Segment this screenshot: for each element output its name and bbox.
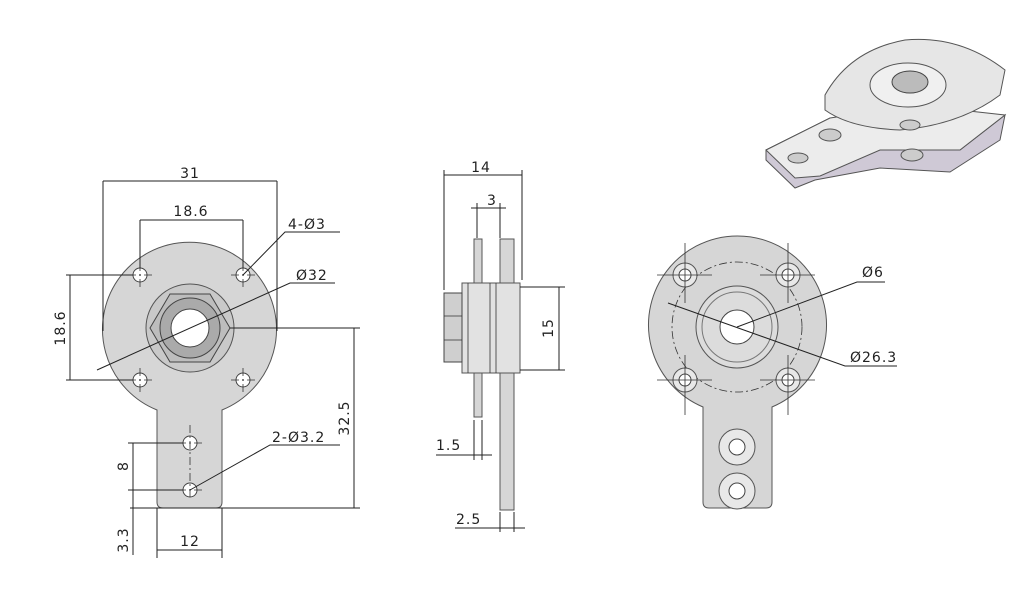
side-dimensions bbox=[436, 170, 565, 532]
rear-centerlines bbox=[657, 243, 815, 415]
side-body bbox=[461, 282, 521, 374]
rear-pitch-circle bbox=[671, 261, 803, 393]
tab-hole bbox=[728, 438, 746, 456]
dim-pitch-circle: Ø26.3 bbox=[850, 350, 897, 366]
dim-tab-hole-edge: 3.3 bbox=[116, 527, 132, 552]
iso-hole bbox=[900, 148, 924, 162]
dim-overall-length: 14 bbox=[471, 160, 491, 176]
iso-hole bbox=[899, 119, 921, 131]
dim-flange-diameter: Ø32 bbox=[296, 268, 328, 284]
side-view: 14 3 15 1.5 2.5 bbox=[436, 160, 565, 532]
front-dimensions bbox=[66, 180, 360, 558]
iso-hole bbox=[818, 128, 842, 142]
rear-flange-body bbox=[648, 235, 827, 509]
rear-dimensions bbox=[667, 281, 897, 367]
iso-hole bbox=[787, 152, 809, 164]
rear-view: Ø6 Ø26.3 bbox=[648, 235, 897, 510]
dim-flange-gap: 3 bbox=[487, 193, 497, 209]
dim-hole-spacing-v: 18.6 bbox=[53, 310, 69, 345]
tab-hole bbox=[728, 482, 746, 500]
dim-center-to-tab-end: 32.5 bbox=[337, 400, 353, 435]
isometric-view bbox=[765, 38, 1007, 189]
dim-mount-holes: 4-Ø3 bbox=[288, 217, 326, 233]
dim-tab-holes: 2-Ø3.2 bbox=[272, 430, 325, 446]
side-thick-plate bbox=[499, 238, 515, 511]
dim-thin-plate: 1.5 bbox=[436, 438, 461, 454]
dim-hole-spacing-h: 18.6 bbox=[173, 204, 208, 220]
dim-tab-hole-pitch: 8 bbox=[116, 461, 132, 471]
dim-tab-width: 12 bbox=[180, 534, 200, 550]
iso-bore bbox=[891, 70, 929, 94]
side-nut bbox=[443, 292, 463, 363]
rear-hub-inner bbox=[701, 291, 773, 363]
dim-bore-diameter: Ø6 bbox=[862, 265, 884, 281]
dim-overall-width: 31 bbox=[180, 166, 200, 182]
side-body-edges bbox=[444, 283, 497, 373]
dim-body-diameter: 15 bbox=[541, 318, 557, 338]
dim-thick-plate: 2.5 bbox=[456, 512, 481, 528]
front-view: 31 18.6 18.6 4-Ø3 Ø32 32.5 2-Ø3.2 8 3.3 … bbox=[53, 166, 360, 558]
